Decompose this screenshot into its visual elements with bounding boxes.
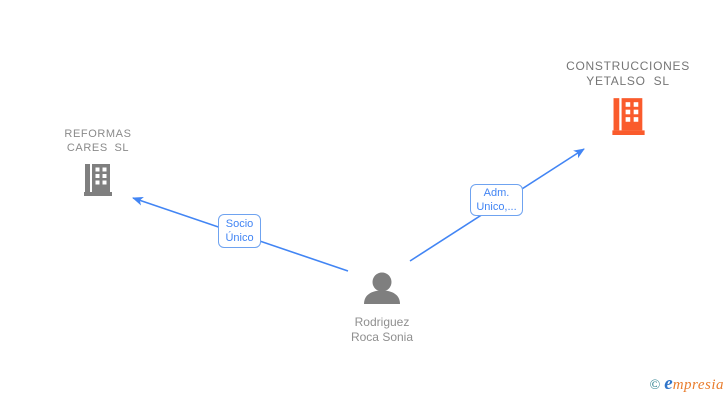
empresia-logo[interactable]: ©empresia xyxy=(650,373,724,395)
company-name-reformas: REFORMAS CARES SL xyxy=(28,127,168,155)
building-icon[interactable] xyxy=(28,163,168,201)
brand-name: mpresia xyxy=(672,377,724,393)
edge-label-adm-unico[interactable]: Adm. Unico,... xyxy=(470,184,523,216)
company-name-line: YETALSO SL xyxy=(586,74,670,88)
company-name-line: CARES SL xyxy=(66,142,130,154)
person-icon[interactable] xyxy=(362,272,402,308)
edge-label-socio-unico[interactable]: Socio Único xyxy=(218,214,261,248)
node-reformas-cares-sl[interactable]: REFORMAS CARES SL xyxy=(28,127,168,201)
person-name-line: Roca Sonia xyxy=(350,330,414,344)
building-icon[interactable] xyxy=(558,97,698,140)
edge-label-line: Único xyxy=(225,232,254,244)
person-name-line: Rodriguez xyxy=(354,315,410,329)
person-name: Rodriguez Roca Sonia xyxy=(312,315,452,345)
edge-label-line: Unico,... xyxy=(476,201,517,213)
edge-label-line: Socio xyxy=(225,218,254,230)
copyright-icon: © xyxy=(649,378,661,393)
company-name-construcciones: CONSTRUCCIONES YETALSO SL xyxy=(558,59,698,89)
node-construcciones-yetalso-sl[interactable]: CONSTRUCCIONES YETALSO SL xyxy=(558,59,698,140)
brand-first-letter: e xyxy=(664,373,673,394)
edge-label-line: Adm. xyxy=(483,187,510,199)
company-name-line: CONSTRUCCIONES xyxy=(566,59,690,73)
company-name-line: REFORMAS xyxy=(64,128,132,140)
node-rodriguez-roca-sonia[interactable]: Rodriguez Roca Sonia xyxy=(312,272,452,345)
